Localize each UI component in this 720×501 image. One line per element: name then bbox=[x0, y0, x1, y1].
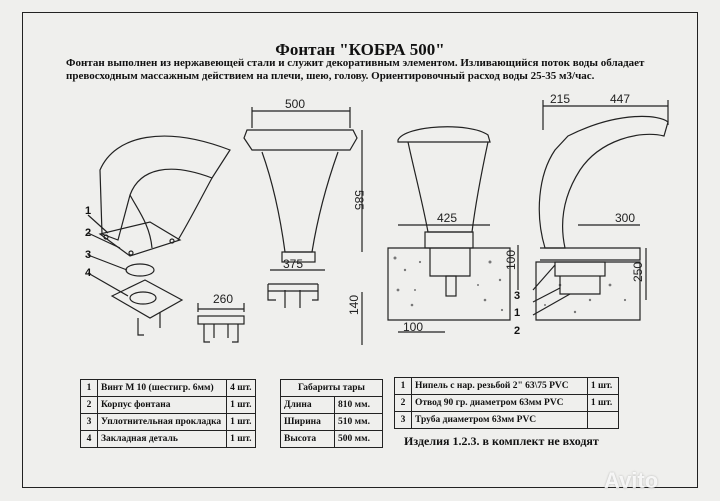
dim-100-vertical: 100 bbox=[504, 250, 518, 270]
dim-215: 215 bbox=[550, 92, 570, 106]
fitting-name: Отвод 90 гр. диаметром 63мм PVC bbox=[411, 394, 588, 412]
part-name: Закладная деталь bbox=[96, 430, 228, 448]
fitting-name: Труба диаметром 63мм PVC bbox=[411, 411, 588, 429]
front-view-drawing bbox=[243, 107, 363, 345]
table-row: Габариты тары bbox=[280, 379, 383, 397]
part-name: Винт М 10 (шестигр. 6мм) bbox=[96, 379, 228, 397]
box-dimension-label: Ширина bbox=[279, 413, 336, 431]
side-callout-1: 1 bbox=[514, 307, 520, 319]
description-line-2: превосходным массажным действием на плеч… bbox=[66, 70, 595, 82]
part-number: 3 bbox=[80, 413, 98, 431]
fitting-name: Нипель с нар. резьбой 2" 63\75 PVC bbox=[411, 377, 588, 395]
part-quantity: 1 шт. bbox=[226, 430, 256, 448]
box-dimension-value: 510 мм. bbox=[334, 413, 383, 431]
box-dimension-value: 500 мм. bbox=[334, 430, 383, 448]
fitting-quantity bbox=[586, 411, 620, 429]
part-quantity: 4 шт. bbox=[226, 379, 256, 397]
dim-100: 100 bbox=[403, 320, 423, 334]
part-number: 1 bbox=[80, 379, 98, 397]
cobra-profile-drawing bbox=[532, 100, 669, 321]
part-quantity: 1 шт. bbox=[226, 413, 256, 431]
box-dimension-label: Длина bbox=[279, 396, 336, 414]
callout-4: 4 bbox=[85, 267, 92, 279]
fitting-number: 2 bbox=[394, 394, 412, 412]
soil-hatching bbox=[393, 256, 627, 314]
part-number: 4 bbox=[80, 430, 98, 448]
part-number: 2 bbox=[80, 396, 98, 414]
isometric-fountain-drawing bbox=[87, 135, 231, 336]
side-section-drawing bbox=[387, 126, 519, 333]
box-table-header: Габариты тары bbox=[280, 379, 383, 397]
dim-260: 260 bbox=[213, 292, 233, 306]
side-callout-2: 2 bbox=[514, 325, 520, 337]
dim-140: 140 bbox=[347, 295, 361, 315]
dim-447: 447 bbox=[610, 92, 630, 106]
note-not-included: Изделия 1.2.3. в комплект не входят bbox=[404, 434, 599, 448]
box-dimension-label: Высота bbox=[279, 430, 336, 448]
dim-375: 375 bbox=[283, 257, 303, 271]
fitting-quantity: 1 шт. bbox=[586, 394, 620, 412]
dim-425: 425 bbox=[437, 211, 457, 225]
part-name: Уплотнительная прокладка bbox=[96, 413, 228, 431]
callout-2: 2 bbox=[85, 227, 91, 239]
part-quantity: 1 шт. bbox=[226, 396, 256, 414]
embedded-part-drawing bbox=[197, 303, 245, 343]
callout-1: 1 bbox=[85, 205, 91, 217]
page-title: Фонтан "КОБРА 500" bbox=[275, 40, 445, 59]
callout-3: 3 bbox=[85, 249, 91, 261]
dim-585: 585 bbox=[352, 190, 366, 210]
avito-watermark: Avito bbox=[604, 468, 659, 493]
drawing-frame bbox=[22, 12, 698, 488]
description-line-1: Фонтан выполнен из нержавеющей стали и с… bbox=[66, 57, 645, 69]
dim-250: 250 bbox=[631, 262, 645, 282]
box-dimension-value: 810 мм. bbox=[334, 396, 383, 414]
fitting-number: 3 bbox=[394, 411, 412, 429]
part-name: Корпус фонтана bbox=[96, 396, 228, 414]
dim-300: 300 bbox=[615, 211, 635, 225]
dim-500: 500 bbox=[285, 97, 305, 111]
side-callout-3: 3 bbox=[514, 290, 520, 302]
fitting-quantity: 1 шт. bbox=[586, 377, 620, 395]
fitting-number: 1 bbox=[394, 377, 412, 395]
